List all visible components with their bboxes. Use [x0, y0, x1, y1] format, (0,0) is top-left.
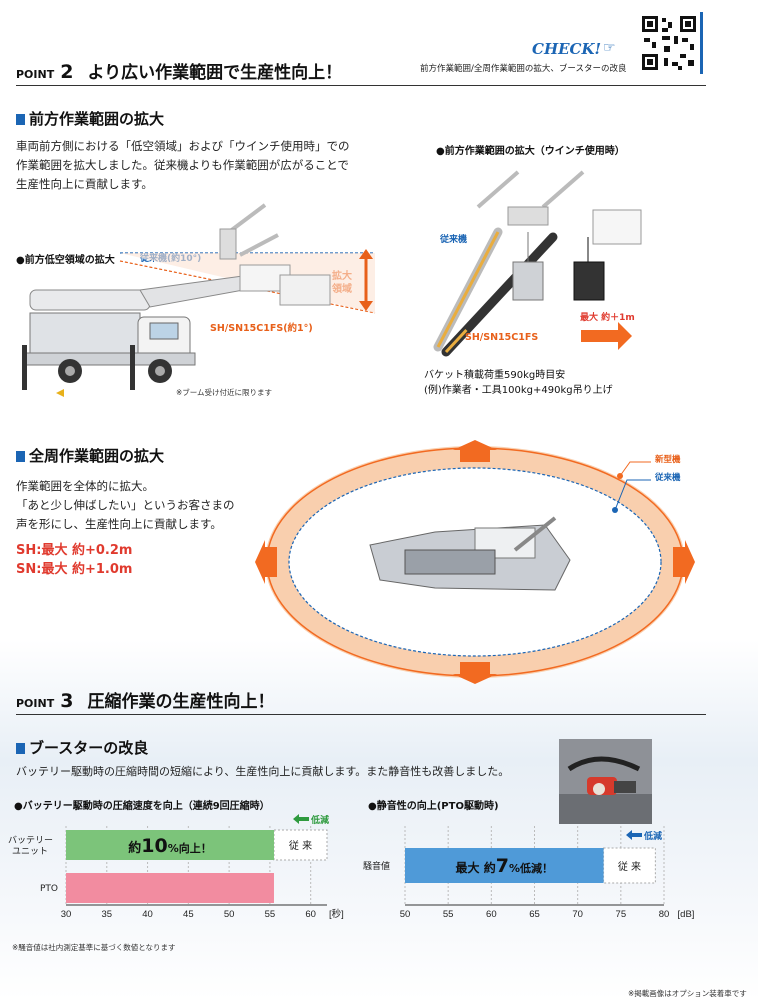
x-tick-label: 80 [659, 909, 670, 920]
arrow-left-icon [293, 814, 309, 824]
legend-old: 従来機 [655, 473, 681, 483]
category-label: ユニット [12, 847, 48, 857]
speed-chart-title: ●バッテリー駆動時の圧縮速度を向上（連続9回圧縮時） [14, 801, 270, 812]
x-axis-unit: [dB] [678, 909, 695, 920]
booster-text: バッテリー駆動時の圧縮時間の短縮により、生産性向上に貢献します。また静音性も改善… [16, 765, 510, 778]
boom-note: ※ブーム受け付近に限ります [176, 388, 273, 397]
booster-photo [559, 739, 652, 824]
qr-code-icon[interactable] [640, 14, 698, 72]
x-tick-label: 60 [305, 909, 316, 920]
winch-label: ●前方作業範囲の拡大（ウインチ使用時） [436, 146, 625, 157]
check-caption: 前方作業範囲/全周作業範囲の拡大、ブースターの改良 [420, 64, 627, 74]
conventional-label: 従 来 [618, 860, 641, 873]
x-tick-label: 50 [224, 909, 235, 920]
point-label: POINT [16, 697, 55, 710]
winch-crane-illustration [433, 170, 642, 357]
aerial-truck-illustration [22, 203, 376, 397]
reduce-label: 低減 [310, 814, 329, 826]
new-angle-label: SH/SN15C1FS(約1°) [210, 323, 313, 334]
low-area-label: ●前方低空領域の拡大 [16, 255, 115, 266]
legend-new: 新型機 [655, 455, 681, 465]
category-label: 騒音値 [363, 860, 390, 872]
x-tick-label: 35 [101, 909, 112, 920]
x-tick-label: 40 [142, 909, 153, 920]
category-label: PTO [40, 884, 58, 894]
around-line: 声を形にし、生産性向上に貢献します。 [16, 517, 222, 531]
point3-header: POINT 3 圧縮作業の生産性向上！ [16, 687, 274, 712]
bar-battery [66, 830, 274, 860]
reduce-value-label: 最大 約7%低減！ [456, 855, 553, 877]
point-title: 圧縮作業の生産性向上！ [87, 692, 275, 712]
point-title: より広い作業範囲で生産性向上！ [87, 63, 343, 83]
check-badge: CHECK! [532, 40, 602, 58]
conventional-bar [273, 829, 328, 861]
load-line-2: (例)作業者・工具100kg+490kg吊り上げ [424, 385, 613, 396]
x-axis-unit: [秒] [329, 908, 344, 920]
around-text: 作業範囲を全体的に拡大。 「あと少し伸ばしたい」というお客さまの 声を形にし、生… [16, 477, 235, 534]
x-tick-label: 30 [61, 909, 72, 920]
load-note: バケット積載荷重590kg時目安 (例)作業者・工具100kg+490kg吊り上… [424, 368, 613, 398]
work-range-ellipse [255, 440, 695, 684]
around-gains: SH:最大 約+0.2m SN:最大 約+1.0m [16, 541, 132, 579]
booster-heading: ブースターの改良 [16, 737, 148, 758]
old-model-label: 従来機 [440, 235, 468, 245]
point2-header: POINT 2 より広い作業範囲で生産性向上！ [16, 58, 342, 83]
gain-label: 最大 約＋1m [580, 313, 635, 323]
arrow-left-icon [626, 830, 642, 840]
x-tick-label: 45 [183, 909, 194, 920]
qr-accent-bar [700, 12, 703, 74]
x-tick-label: 50 [400, 909, 411, 920]
x-tick-label: 60 [486, 909, 497, 920]
front-line: 生産性向上に貢献します。 [16, 177, 153, 191]
front-heading: 前方作業範囲の拡大 [16, 108, 164, 129]
reduce-label: 低減 [643, 830, 662, 842]
divider [16, 714, 706, 715]
pointing-hand-icon: ☞ [603, 40, 616, 56]
around-line: 作業範囲を全体的に拡大。 [16, 479, 154, 493]
point-number: 3 [60, 690, 74, 712]
point-label: POINT [16, 68, 55, 81]
sh-gain: SH:最大 約+0.2m [16, 543, 133, 558]
bar-pto [66, 873, 274, 903]
load-line-1: バケット積載荷重590kg時目安 [424, 370, 566, 381]
x-tick-label: 55 [265, 909, 276, 920]
front-line: 作業範囲を拡大しました。従来機よりも作業範囲が広がることで [16, 158, 349, 172]
noise-chart: 50 55 60 65 70 75 80 [dB] 従 来 最大 約7%低減！ 騒音値 低減 [363, 826, 695, 920]
category-label: バッテリー [8, 835, 53, 846]
footnote-right: ※掲載画像はオプション装着車です [628, 989, 747, 998]
bar-noise [405, 848, 604, 883]
conventional-bar [603, 847, 656, 884]
footnote-left: ※騒音値は社内測定基準に基づく数値となります [12, 943, 176, 952]
improve-label: 約10%向上！ [128, 835, 212, 857]
x-tick-label: 75 [616, 909, 627, 920]
x-tick-label: 55 [443, 909, 454, 920]
around-heading: 全周作業範囲の拡大 [16, 445, 164, 466]
divider [16, 85, 706, 86]
front-line: 車両前方側における「低空領域」および「ウインチ使用時」での [16, 139, 350, 153]
x-tick-label: 70 [572, 909, 583, 920]
conventional-label: 従 来 [289, 839, 312, 852]
point-number: 2 [60, 61, 74, 83]
around-line: 「あと少し伸ばしたい」というお客さまの [16, 498, 235, 512]
x-tick-label: 65 [529, 909, 540, 920]
new-model-label: SH/SN15C1FS [465, 332, 539, 343]
front-text: 車両前方側における「低空領域」および「ウインチ使用時」での 作業範囲を拡大しまし… [16, 137, 350, 194]
noise-chart-title: ●静音性の向上(PTO駆動時) [368, 801, 499, 812]
sn-gain: SN:最大 約+1.0m [16, 562, 133, 577]
